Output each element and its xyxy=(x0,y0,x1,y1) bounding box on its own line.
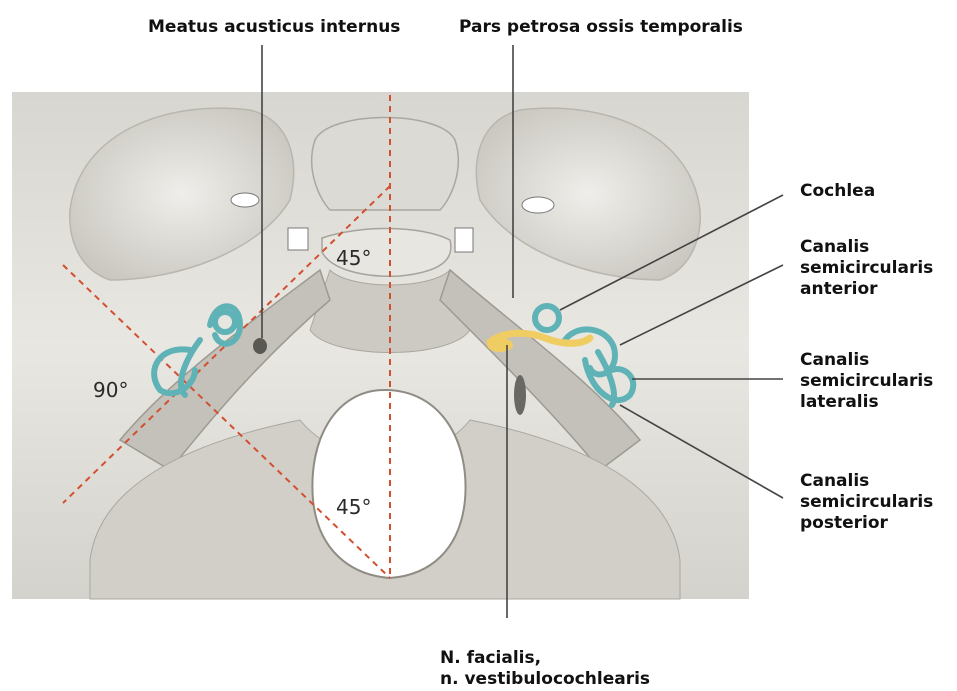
angle-label-left: 90° xyxy=(93,378,128,402)
label-meatus-acusticus-internus: Meatus acusticus internus xyxy=(148,17,400,38)
left-internal-meatus-opening xyxy=(253,338,267,354)
nerve-bundle-origin xyxy=(487,338,513,352)
sella-turcica xyxy=(312,118,459,211)
left-carotid-canal xyxy=(288,228,308,250)
right-jugular-foramen xyxy=(514,375,526,415)
angle-label-bottom: 45° xyxy=(336,495,371,519)
right-carotid-canal xyxy=(455,228,473,252)
label-pars-petrosa: Pars petrosa ossis temporalis xyxy=(459,17,743,38)
label-cochlea: Cochlea xyxy=(800,181,875,202)
angle-label-top: 45° xyxy=(336,246,371,270)
right-foramen xyxy=(522,197,554,213)
left-foramen xyxy=(231,193,259,207)
label-canalis-lateralis: Canalis semicircularis lateralis xyxy=(800,350,933,413)
label-canalis-posterior: Canalis semicircularis posterior xyxy=(800,471,933,534)
label-nerves: N. facialis, n. vestibulocochlearis xyxy=(440,648,650,690)
foramen-magnum xyxy=(312,390,465,578)
label-canalis-anterior: Canalis semicircularis anterior xyxy=(800,237,933,300)
